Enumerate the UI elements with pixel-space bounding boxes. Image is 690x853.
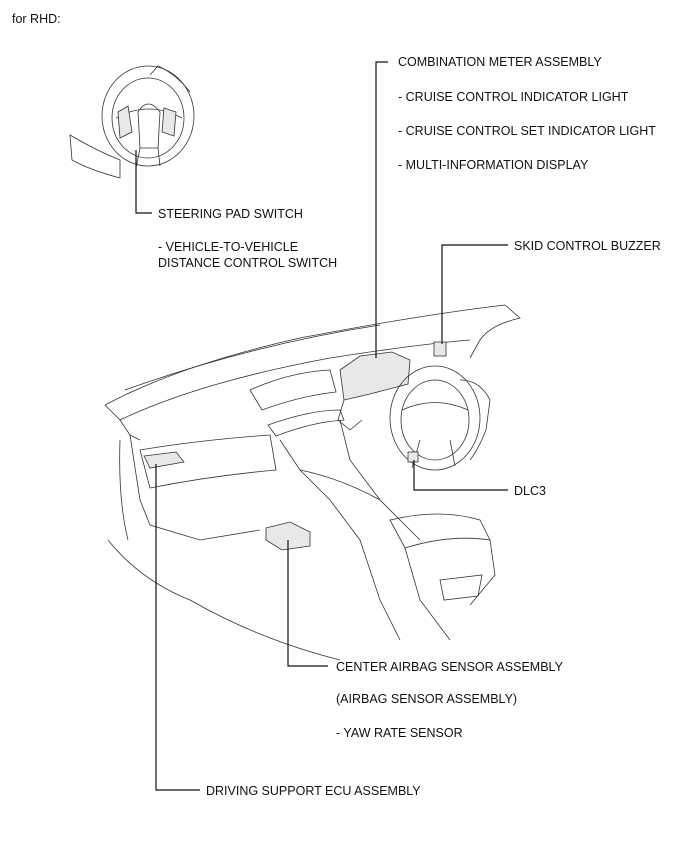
label-steering-pad-switch: STEERING PAD SWITCH <box>158 207 303 221</box>
steering-wheel-inset <box>69 65 195 179</box>
label-skid-control-buzzer: SKID CONTROL BUZZER <box>514 239 661 253</box>
dashboard-drawing <box>104 304 521 661</box>
leader-lines <box>135 61 508 791</box>
label-center-airbag-sensor: CENTER AIRBAG SENSOR ASSEMBLY <box>336 660 563 674</box>
label-yaw-rate-sensor: - YAW RATE SENSOR <box>336 726 463 740</box>
label-dlc3: DLC3 <box>514 484 546 498</box>
label-multi-info-display: - MULTI-INFORMATION DISPLAY <box>398 158 589 172</box>
label-driving-support-ecu: DRIVING SUPPORT ECU ASSEMBLY <box>206 784 421 798</box>
label-combination-meter: COMBINATION METER ASSEMBLY <box>398 55 602 69</box>
label-cruise-indicator: - CRUISE CONTROL INDICATOR LIGHT <box>398 90 629 104</box>
label-cruise-set-indicator: - CRUISE CONTROL SET INDICATOR LIGHT <box>398 124 656 138</box>
label-vehicle-distance-switch-line2: DISTANCE CONTROL SWITCH <box>158 256 338 270</box>
label-vehicle-distance-switch-line1: - VEHICLE-TO-VEHICLE <box>158 240 299 254</box>
diagram-caption: for RHD: <box>12 12 61 26</box>
label-airbag-sensor-assembly: (AIRBAG SENSOR ASSEMBLY) <box>336 692 518 706</box>
